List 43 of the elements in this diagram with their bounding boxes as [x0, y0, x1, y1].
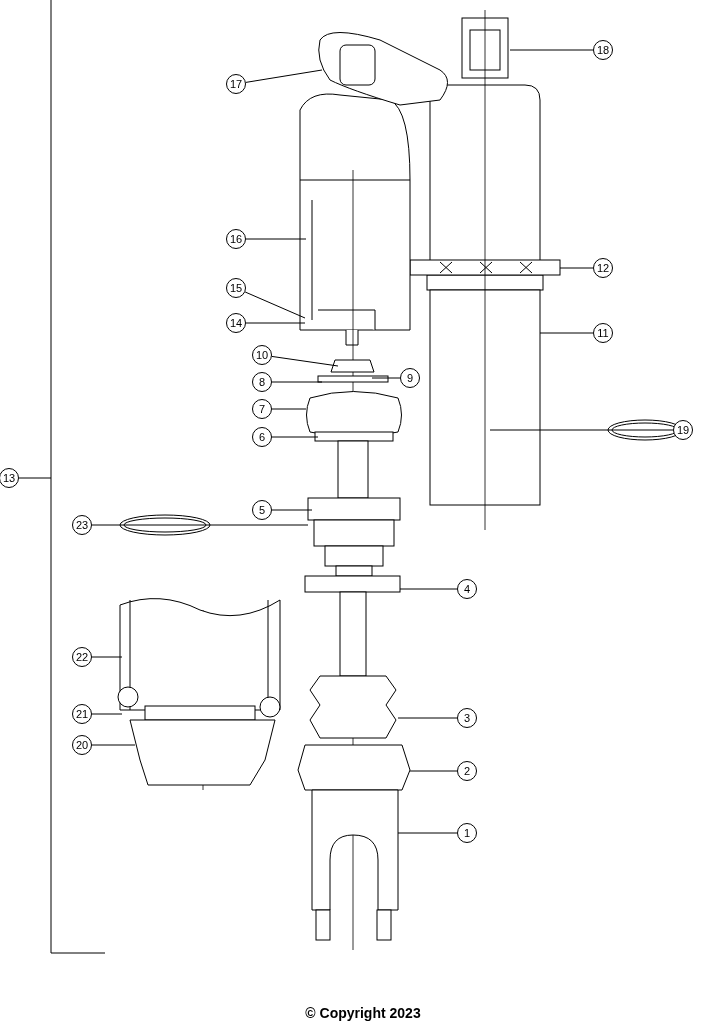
leader-line — [539, 332, 594, 334]
leader-line — [271, 408, 307, 410]
leader-line — [244, 291, 306, 319]
leader-line — [91, 744, 136, 746]
leader-line — [559, 267, 594, 269]
copyright-note: © Copyright 2023 — [305, 1005, 421, 1021]
leader-line — [91, 656, 123, 658]
callout-number: 17 — [226, 74, 246, 94]
callout-number: 13 — [0, 468, 19, 488]
leader-line — [409, 770, 458, 772]
callout-number: 11 — [593, 323, 613, 343]
leader-line — [271, 509, 313, 511]
callout-number: 15 — [226, 278, 246, 298]
leader-line — [245, 238, 307, 240]
leader-line — [371, 377, 401, 379]
leader-line — [18, 477, 52, 479]
bracket — [50, 0, 106, 954]
leader-line — [245, 322, 306, 324]
callout-number: 8 — [252, 372, 272, 392]
leader-line — [399, 588, 458, 590]
leader-line — [91, 524, 309, 526]
callout-number: 6 — [252, 427, 272, 447]
callout-number: 16 — [226, 229, 246, 249]
leader-line — [271, 436, 319, 438]
callout-number: 18 — [593, 40, 613, 60]
leader-line — [245, 69, 323, 83]
leader-line — [91, 713, 123, 715]
callout-number: 10 — [252, 345, 272, 365]
callout-number: 14 — [226, 313, 246, 333]
callout-number: 1 — [457, 823, 477, 843]
leader-line — [397, 832, 458, 834]
callout-number: 9 — [400, 368, 420, 388]
callout-number: 7 — [252, 399, 272, 419]
leader-line — [397, 717, 458, 719]
callout-number: 5 — [252, 500, 272, 520]
callout-number: 4 — [457, 579, 477, 599]
callout-number: 12 — [593, 258, 613, 278]
callout-number: 3 — [457, 708, 477, 728]
leader-line — [509, 49, 594, 51]
leader-line — [271, 381, 323, 383]
callout-number: 19 — [673, 420, 693, 440]
callout-number: 2 — [457, 761, 477, 781]
leader-line — [271, 355, 339, 367]
